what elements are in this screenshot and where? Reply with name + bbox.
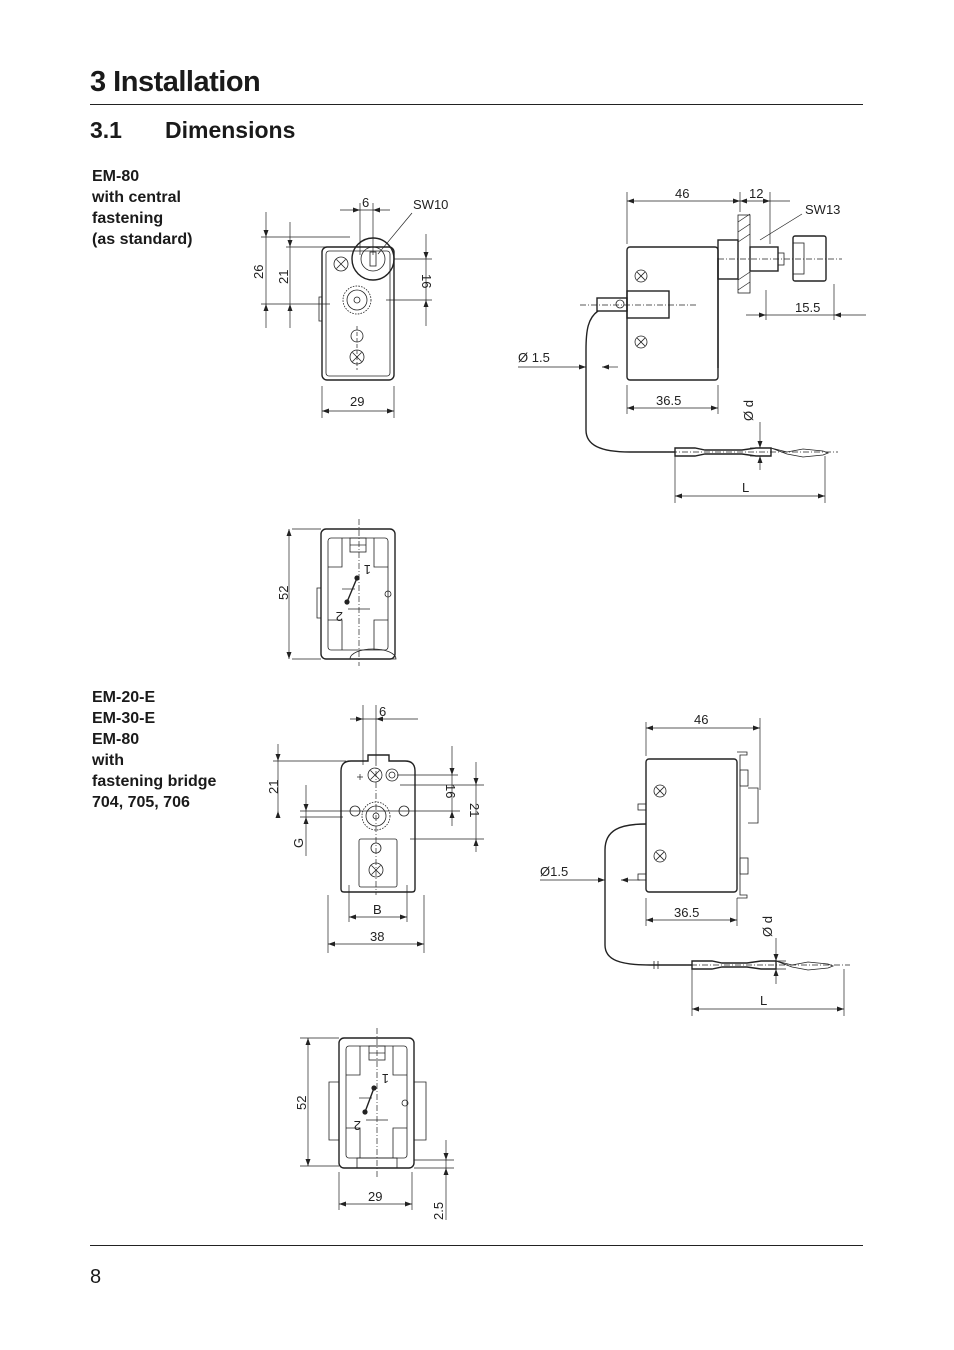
dim-label: 12 bbox=[749, 186, 763, 201]
dim-label: 29 bbox=[350, 394, 364, 409]
drawing-bridge-rear: 52 29 2.5 1 2 bbox=[294, 1028, 454, 1220]
caption-line: EM-80 bbox=[92, 731, 140, 748]
dim-label: Ø1.5 bbox=[540, 864, 568, 879]
dim-label: 36.5 bbox=[674, 905, 699, 920]
section-title-text: Dimensions bbox=[165, 117, 296, 143]
dim-label: 46 bbox=[694, 712, 708, 727]
drawing-bridge-side: 46 Ø1.5 36.5 Ø d L bbox=[540, 712, 850, 1016]
dim-label: 16 bbox=[419, 274, 434, 288]
dim-label: 16 bbox=[443, 784, 458, 798]
drawing-em80-rear: 52 1 2 bbox=[276, 519, 397, 666]
dim-label: 6 bbox=[362, 195, 369, 210]
dim-label: Ø d bbox=[741, 400, 756, 421]
dim-label: Ø 1.5 bbox=[518, 350, 550, 365]
caption-line: with bbox=[92, 752, 124, 769]
drawing-bridge-front: 6 21 G 16 21 B 38 bbox=[266, 704, 484, 953]
dim-label: SW13 bbox=[805, 202, 840, 217]
dim-label: Ø d bbox=[760, 916, 775, 937]
dim-label: 21 bbox=[467, 803, 482, 817]
dim-label: B bbox=[373, 902, 382, 917]
header-rule bbox=[90, 104, 863, 105]
dim-label: SW10 bbox=[413, 197, 448, 212]
drawing-em80-side: 46 12 SW13 15.5 Ø 1.5 36.5 Ø d L bbox=[518, 186, 866, 503]
section-title: 3.1 Dimensions bbox=[90, 117, 295, 144]
dim-label: 46 bbox=[675, 186, 689, 201]
caption-line: with central bbox=[92, 189, 181, 206]
terminal-label: 2 bbox=[354, 1118, 361, 1133]
caption-line: fastening bbox=[92, 210, 164, 227]
dim-label: 6 bbox=[379, 704, 386, 719]
terminal-label: 1 bbox=[382, 1071, 389, 1086]
dim-label: 29 bbox=[368, 1189, 382, 1204]
dim-label: 52 bbox=[294, 1096, 309, 1110]
dim-label: 21 bbox=[276, 270, 291, 284]
dim-label: 26 bbox=[251, 265, 266, 279]
dim-label: G bbox=[291, 838, 306, 848]
drawing-em80-front: 6 SW10 26 21 16 29 bbox=[251, 195, 448, 418]
dim-label: 36.5 bbox=[656, 393, 681, 408]
terminal-label: 2 bbox=[336, 609, 343, 624]
dim-label: 52 bbox=[276, 586, 291, 600]
caption-line: (as standard) bbox=[92, 231, 193, 248]
dim-label: 38 bbox=[370, 929, 384, 944]
caption-line: EM-30-E bbox=[92, 710, 156, 727]
dim-label: L bbox=[742, 480, 749, 495]
caption-line: fastening bridge bbox=[92, 773, 217, 790]
terminal-label: 1 bbox=[364, 562, 371, 577]
chapter-title: 3 Installation bbox=[90, 66, 261, 98]
caption-em80-central: EM-80 with central fastening (as standar… bbox=[92, 166, 192, 250]
page-number: 8 bbox=[90, 1266, 102, 1288]
caption-line: EM-80 bbox=[92, 168, 140, 185]
dim-label: 2.5 bbox=[431, 1202, 446, 1220]
dim-label: 21 bbox=[266, 780, 281, 794]
caption-line: 704, 705, 706 bbox=[92, 794, 190, 811]
dim-label: 15.5 bbox=[795, 300, 820, 315]
caption-line: EM-20-E bbox=[92, 689, 156, 706]
section-number: 3.1 bbox=[90, 117, 122, 143]
footer-rule bbox=[90, 1245, 863, 1246]
caption-fastening-bridge: EM-20-E EM-30-E EM-80 with fastening bri… bbox=[92, 687, 216, 813]
dim-label: L bbox=[760, 993, 767, 1008]
